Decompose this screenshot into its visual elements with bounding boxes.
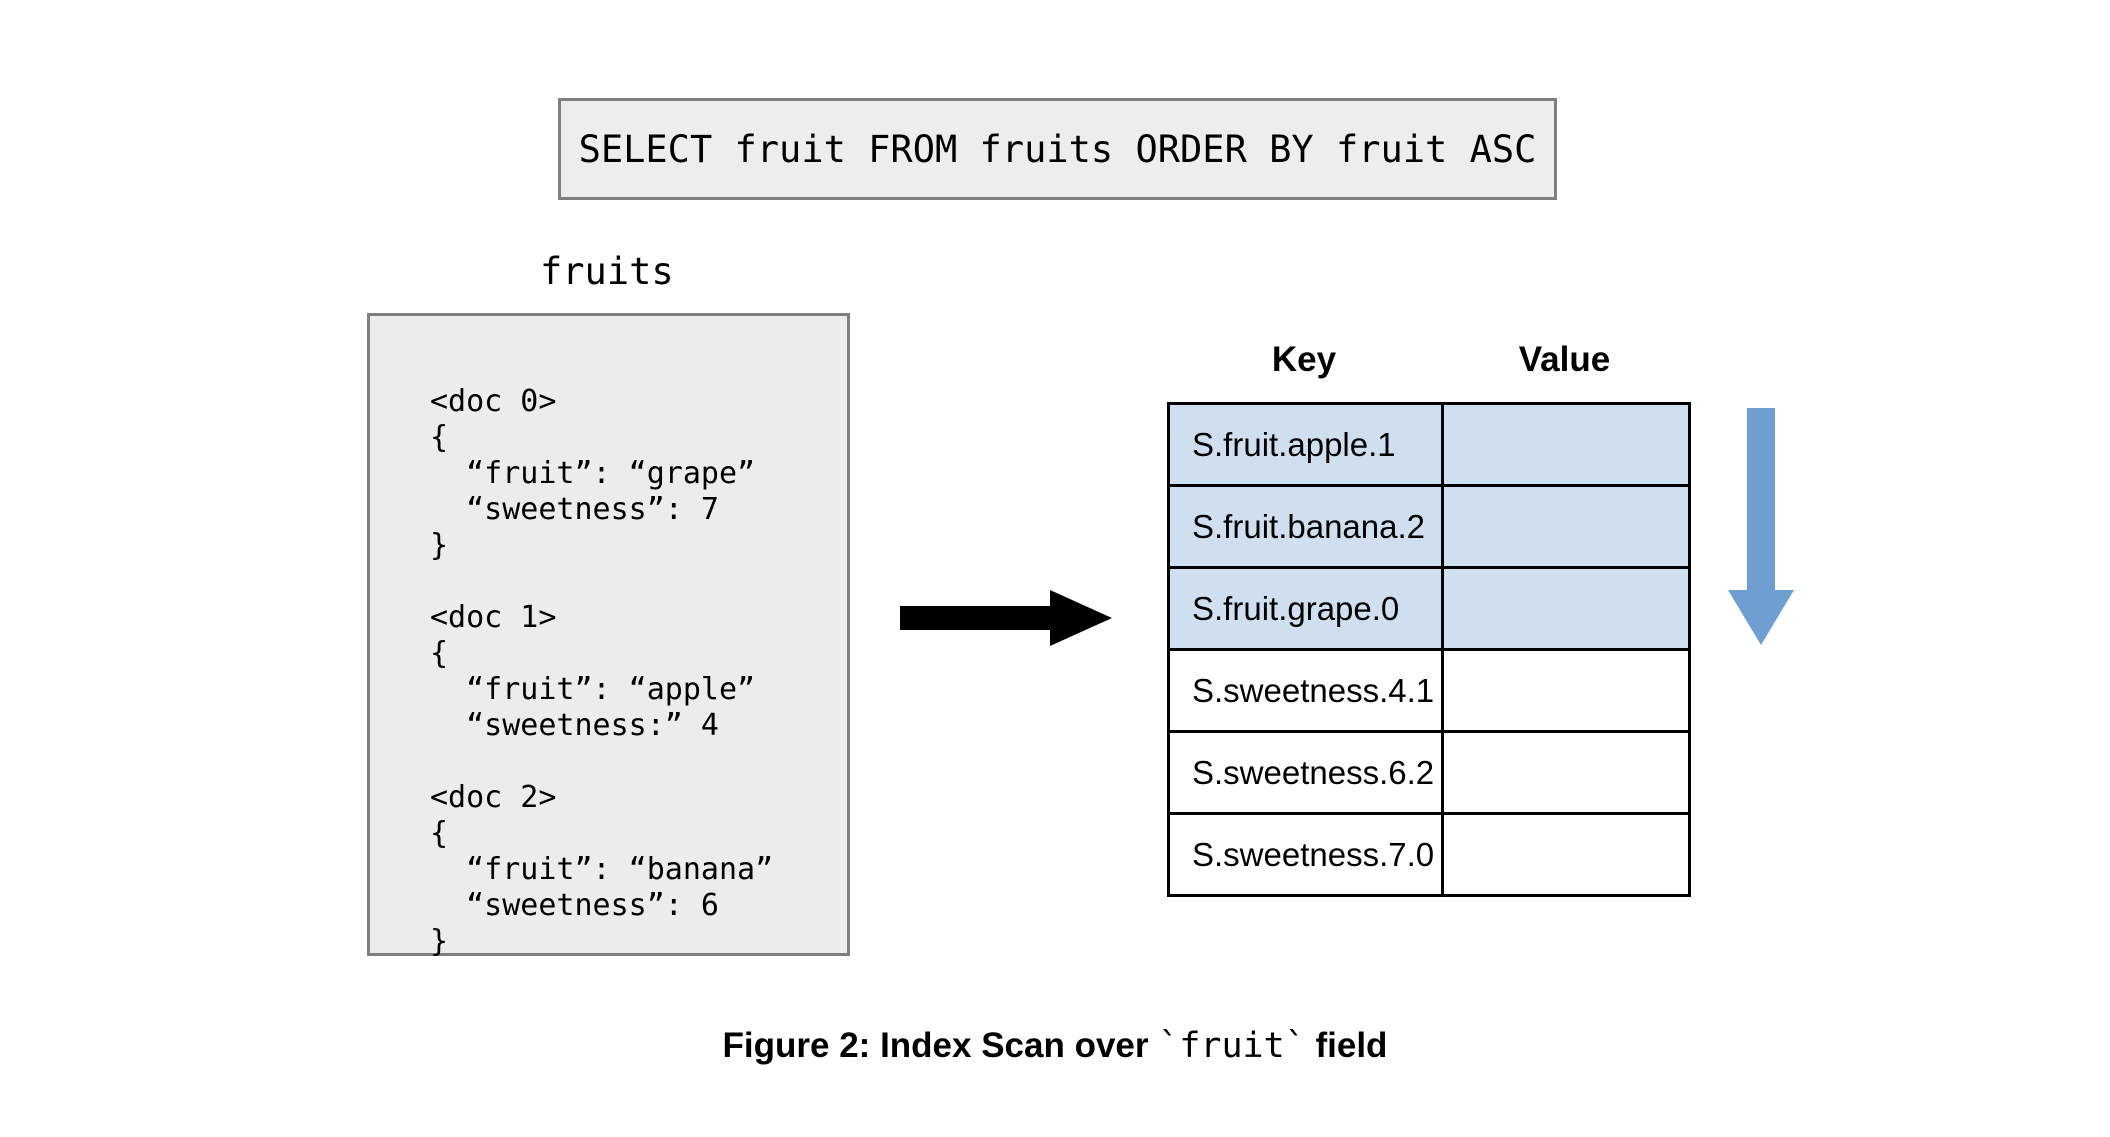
table-cell-key: S.sweetness.4.1: [1167, 648, 1444, 733]
table-cell-key: S.fruit.grape.0: [1167, 566, 1444, 651]
table-cell-value: [1441, 730, 1691, 815]
caption-suffix: field: [1305, 1026, 1388, 1065]
sql-query-text: SELECT fruit FROM fruits ORDER BY fruit …: [578, 127, 1537, 171]
arrow-right-icon: [900, 590, 1112, 646]
table-cell-key: S.sweetness.6.2: [1167, 730, 1444, 815]
table-row: S.sweetness.6.2: [1167, 730, 1691, 815]
caption-prefix: Figure 2: Index Scan over: [722, 1026, 1159, 1065]
table-cell-value: [1441, 484, 1691, 569]
table-row: S.sweetness.4.1: [1167, 648, 1691, 733]
arrow-down-icon: [1728, 408, 1794, 645]
column-header-value: Value: [1518, 340, 1611, 379]
table-cell-value: [1441, 648, 1691, 733]
table-row: S.sweetness.7.0: [1167, 812, 1691, 897]
documents-box: <doc 0> { “fruit”: “grape” “sweetness”: …: [367, 313, 850, 959]
caption-code: `fruit`: [1158, 1026, 1306, 1066]
table-row: S.fruit.apple.1: [1167, 402, 1691, 487]
table-cell-key: S.fruit.apple.1: [1167, 402, 1444, 487]
column-header-key: Key: [1271, 340, 1337, 379]
table-row: S.fruit.grape.0: [1167, 566, 1691, 651]
collection-name-label: fruits: [540, 250, 674, 293]
table-row: S.fruit.banana.2: [1167, 484, 1691, 569]
table-cell-value: [1441, 566, 1691, 651]
figure-caption: Figure 2: Index Scan over `fruit` field: [0, 1026, 2110, 1066]
table-cell-key: S.fruit.banana.2: [1167, 484, 1444, 569]
table-cell-value: [1441, 402, 1691, 487]
sql-query-box: SELECT fruit FROM fruits ORDER BY fruit …: [558, 98, 1557, 200]
documents-text: <doc 0> { “fruit”: “grape” “sweetness”: …: [430, 384, 774, 959]
table-cell-value: [1441, 812, 1691, 897]
table-cell-key: S.sweetness.7.0: [1167, 812, 1444, 897]
